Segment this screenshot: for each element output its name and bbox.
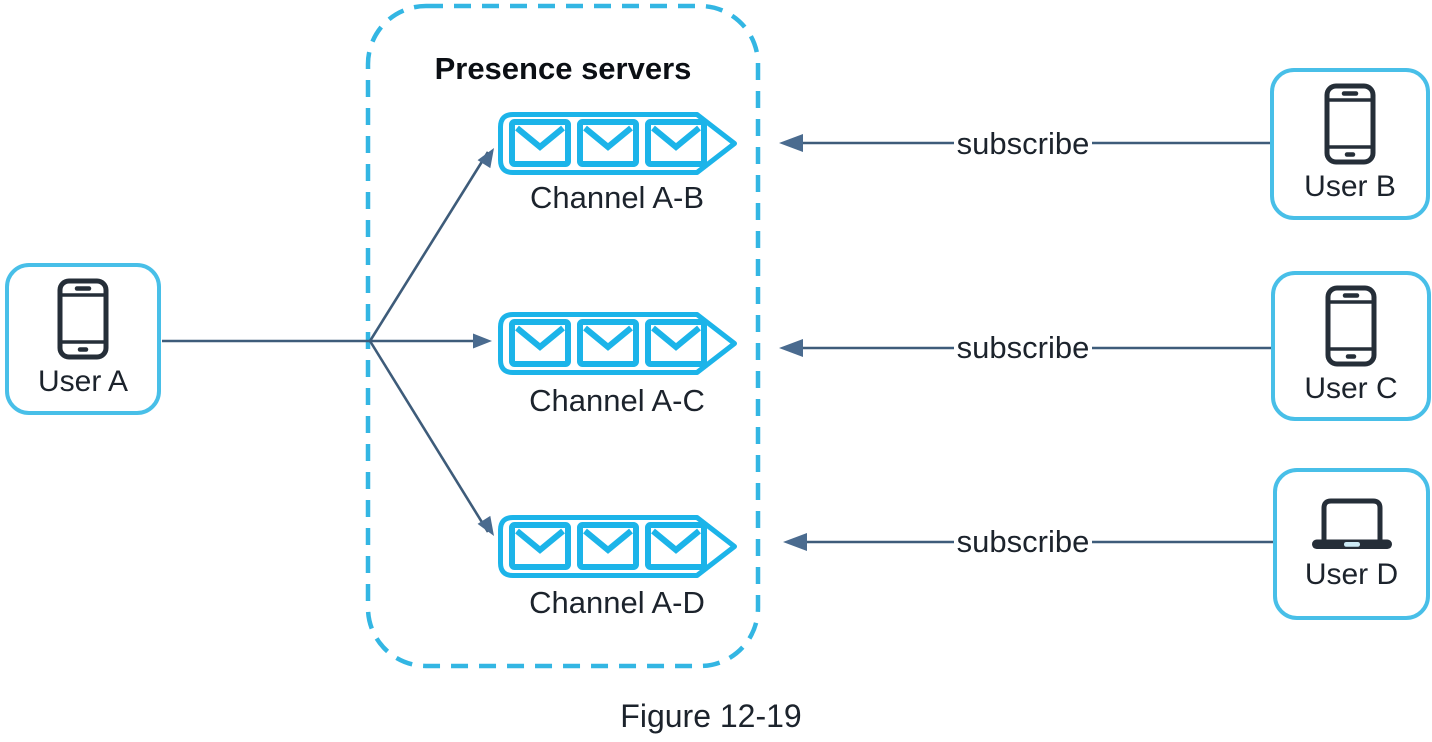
- arrowhead-icon: [783, 533, 807, 551]
- presence-group-title: Presence servers: [434, 51, 692, 86]
- smartphone-icon: [1324, 83, 1376, 164]
- user-b-label: User B: [1304, 169, 1396, 203]
- channel-ab-label: Channel A-B: [529, 180, 705, 215]
- subscribe-label-b: subscribe: [933, 126, 1113, 161]
- user-a-node: User A: [5, 263, 161, 415]
- arrowhead-icon: [779, 339, 803, 357]
- user-d-node: User D: [1273, 468, 1430, 620]
- user-c-label: User C: [1304, 371, 1398, 405]
- arrowhead-icon: [779, 134, 803, 152]
- channel-shape-ab: [501, 115, 735, 173]
- user-a-label: User A: [37, 364, 129, 398]
- user-c-node: User C: [1271, 271, 1431, 421]
- channel-ac-label: Channel A-C: [529, 383, 705, 418]
- channel-shape-ad: [501, 518, 735, 576]
- channel-shape-ac: [501, 315, 735, 373]
- channel-ad-label: Channel A-D: [529, 585, 705, 620]
- laptop-icon: [1311, 498, 1392, 549]
- smartphone-icon: [1325, 285, 1377, 366]
- publish-arrows: [162, 151, 490, 533]
- smartphone-icon: [57, 278, 109, 359]
- subscribe-label-c: subscribe: [933, 330, 1113, 365]
- subscribe-label-d: subscribe: [933, 524, 1113, 559]
- presence-group-border: [365, 3, 761, 669]
- figure-caption: Figure 12-19: [620, 698, 802, 734]
- arrowhead-icon: [473, 333, 492, 349]
- user-d-label: User D: [1304, 557, 1399, 591]
- user-b-node: User B: [1270, 68, 1430, 220]
